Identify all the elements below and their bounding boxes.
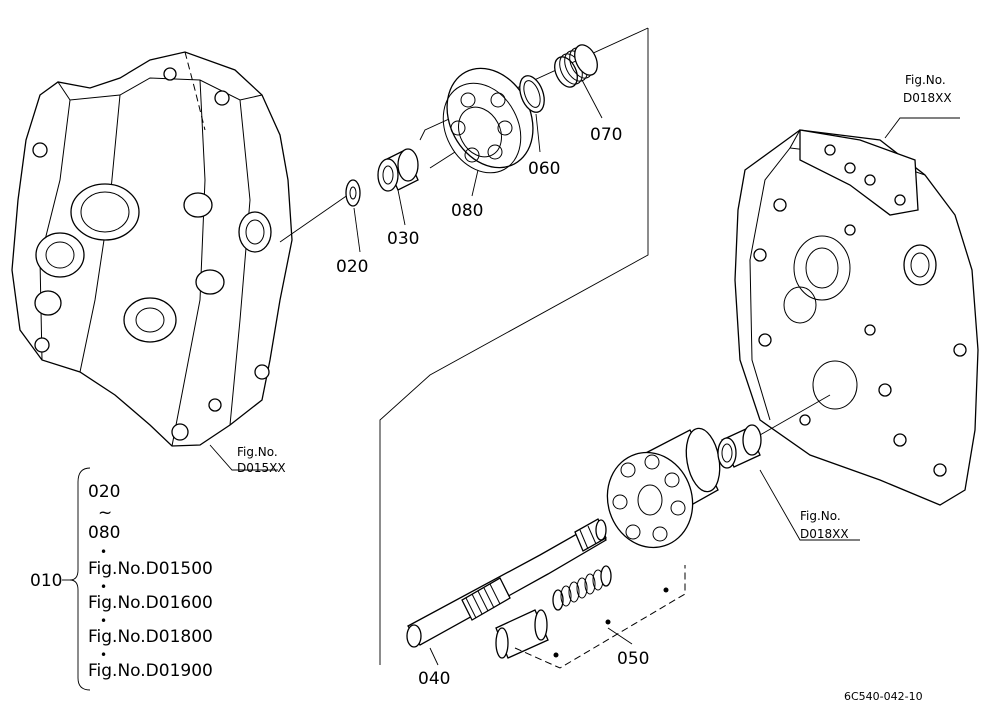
part-050-bracket: [514, 565, 686, 669]
part-050-piston: [495, 609, 549, 659]
label-030: 030: [387, 229, 419, 249]
needle-bearing: [717, 424, 762, 469]
legend-bullet-2: •: [100, 580, 107, 594]
fig-ref-right-line1: Fig.No.: [905, 73, 946, 87]
legend-range-tilde: ~: [98, 503, 112, 523]
legend-assembly-number: 010: [30, 571, 62, 591]
right-housing: [734, 129, 979, 506]
legend-bullet-3: •: [100, 614, 107, 628]
legend-bullet-4: •: [100, 648, 107, 662]
label-040: 040: [418, 669, 450, 689]
cylinder-block: [606, 427, 721, 549]
label-060: 060: [528, 159, 560, 179]
legend-ref-3: Fig.No.D01800: [88, 627, 213, 647]
legend-range-start: 020: [88, 482, 120, 502]
part-020-washer: [345, 179, 361, 207]
drawing-code: 6C540-042-10: [844, 690, 923, 703]
part-070-spring: [554, 44, 598, 88]
fig-ref-left-line1: Fig.No.: [237, 445, 278, 459]
left-housing: [11, 51, 293, 447]
legend-ref-2: Fig.No.D01600: [88, 593, 213, 613]
part-050-spring: [552, 565, 612, 611]
frame-lines: [379, 27, 649, 665]
part-060-snap-ring: [519, 75, 545, 113]
fig-ref-bearing-line2: D018XX: [800, 527, 849, 541]
leader-lines: [209, 79, 960, 666]
label-020: 020: [336, 257, 368, 277]
legend-ref-4: Fig.No.D01900: [88, 661, 213, 681]
fig-ref-right-line2: D018XX: [903, 91, 952, 105]
legend-ref-1: Fig.No.D01500: [88, 559, 213, 579]
axis-lines: [279, 151, 831, 436]
legend-bullet-1: •: [100, 545, 107, 559]
part-030-bushing: [377, 148, 419, 192]
part-040-shaft: [406, 518, 607, 648]
label-080: 080: [451, 201, 483, 221]
label-050: 050: [617, 649, 649, 669]
fig-ref-bearing-line1: Fig.No.: [800, 509, 841, 523]
legend-range-end: 080: [88, 523, 120, 543]
label-070: 070: [590, 125, 622, 145]
fig-ref-left-line2: D015XX: [237, 461, 286, 475]
assembly-legend: 010 020 ~ 080 • Fig.No.D01500 • Fig.No.D…: [30, 467, 213, 691]
